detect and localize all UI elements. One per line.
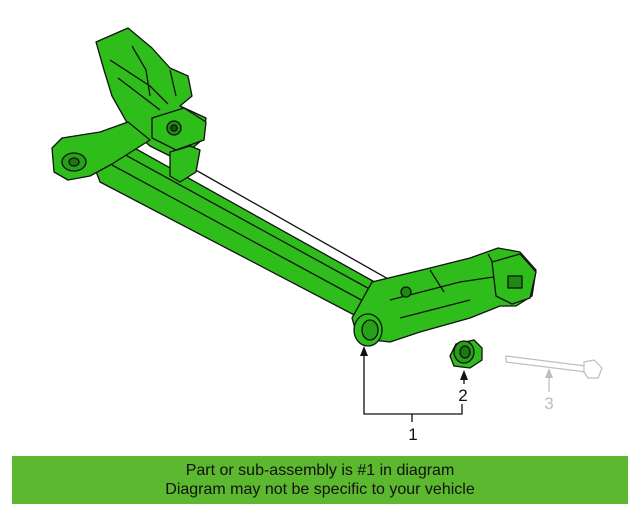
beam-top-flange: [111, 151, 391, 303]
banner-line-2: Diagram may not be specific to your vehi…: [165, 481, 475, 498]
callout-arrows: [360, 346, 468, 380]
callout-2: 2: [458, 386, 467, 405]
center-bracket: [169, 145, 201, 183]
right-bracket-detail: [389, 253, 501, 319]
left-bracket-detail: [109, 45, 177, 111]
bolt-part[interactable]: [505, 355, 603, 379]
bushing-part[interactable]: [449, 339, 483, 369]
callout-1: 1: [408, 425, 417, 444]
banner-line-1: Part or sub-assembly is #1 in diagram: [185, 462, 455, 479]
callout-lines: [363, 352, 465, 422]
axle-beam-assembly[interactable]: [51, 27, 537, 347]
callout-arrow-3: [545, 368, 553, 378]
info-banner: Part or sub-assembly is #1 in diagram Di…: [12, 456, 628, 504]
parts-diagram: 1 2 3: [51, 27, 603, 444]
torsion-beam: [87, 139, 381, 319]
callout-3: 3: [544, 394, 553, 413]
